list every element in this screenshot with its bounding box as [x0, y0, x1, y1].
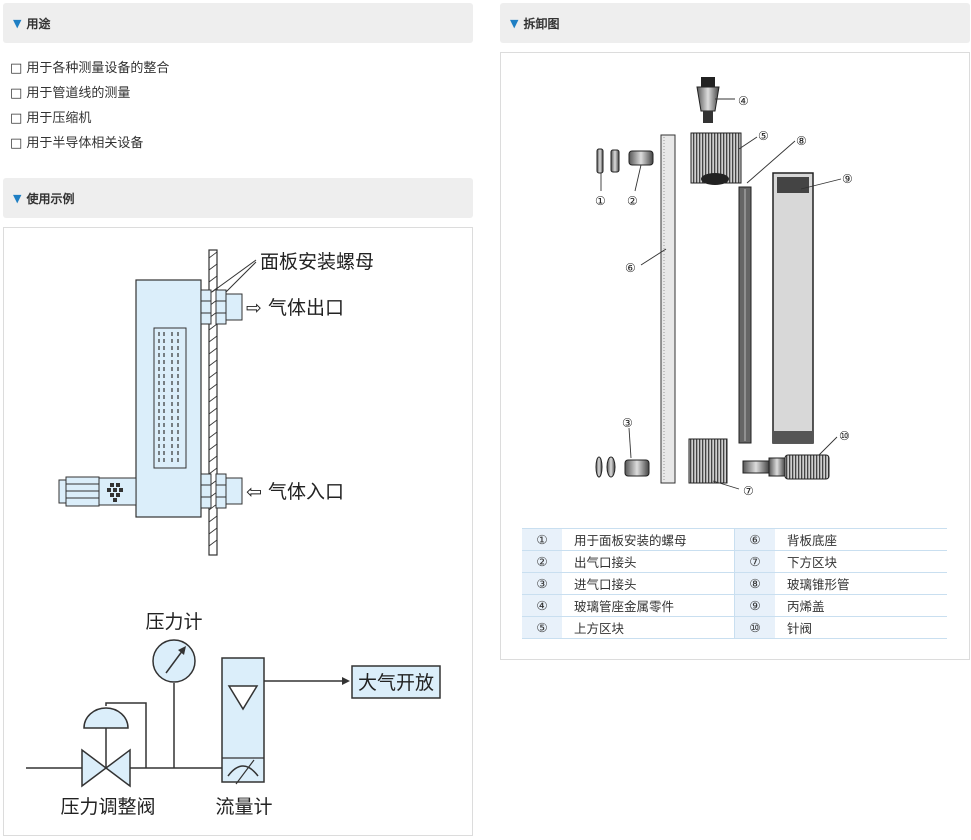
triangle-down-icon: ▼ [13, 16, 22, 30]
table-row: ① 用于面板安装的螺母 ⑥ 背板底座 [522, 528, 947, 551]
table-row: ⑤ 上方区块 ⑩ 针阀 [522, 616, 947, 639]
atmosphere-label: 大气开放 [358, 672, 434, 694]
exploded-diagram: ① ② ③ ④ ⑤ ⑧ ⑨ ⑥ ⑦ ⑩ [595, 77, 853, 498]
section-header-uses: ▼ 用途 [3, 3, 473, 43]
part-name: 丙烯盖 [775, 594, 947, 617]
table-row: ④ 玻璃管座金属零件 ⑨ 丙烯盖 [522, 594, 947, 617]
part-number: ⑦ [734, 550, 775, 573]
callout-9: ⑨ [842, 172, 853, 186]
part-number: ⑥ [734, 528, 775, 551]
part-4-tube-holder [696, 77, 720, 123]
part-number: ④ [522, 594, 562, 617]
part-name: 玻璃管座金属零件 [562, 594, 735, 617]
part-name: 针阀 [775, 616, 947, 639]
triangle-down-icon: ▼ [13, 191, 22, 205]
list-item: □ 用于压缩机 [10, 111, 92, 126]
flowmeter-label: 流量计 [215, 796, 272, 818]
section-title: 使用示例 [26, 191, 75, 206]
part-number: ⑩ [734, 616, 775, 639]
section-header-exploded: ▼ 拆卸图 [500, 3, 970, 43]
parts-table: ① 用于面板安装的螺母 ⑥ 背板底座 ② 出气口接头 ⑦ 下方区块 ③ 进气口接… [522, 528, 947, 639]
part-name: 进气口接头 [562, 572, 735, 595]
part-10-needle-valve [742, 454, 830, 480]
callout-6: ⑧ [796, 134, 807, 148]
list-item: □ 用于各种测量设备的整合 [10, 61, 170, 76]
part-number: ① [522, 528, 562, 551]
callout-10: ⑩ [839, 429, 850, 443]
section-header-example: ▼ 使用示例 [3, 178, 473, 218]
callout-6: ⑥ [625, 261, 636, 275]
part-number: ② [522, 550, 562, 573]
part-2-outlet-fitting [628, 150, 654, 166]
part-number: ③ [522, 572, 562, 595]
uses-list: □ 用于各种测量设备的整合 □ 用于管道线的测量 □ 用于压缩机 □ 用于半导体… [10, 56, 169, 156]
section-title: 拆卸图 [523, 16, 560, 31]
regulator-label: 压力调整阀 [60, 796, 155, 818]
section-title: 用途 [26, 16, 51, 31]
part-name: 玻璃锥形管 [775, 572, 947, 595]
part-7-lower-block [688, 438, 728, 484]
pressure-gauge-label: 压力计 [145, 611, 202, 633]
panel-mount-diagram: 面板安装螺母 ⇨ 气体出口 ⇦ 气体入口 [58, 249, 374, 556]
part-number: ⑤ [522, 616, 562, 639]
usage-example-panel: 面板安装螺母 ⇨ 气体出口 ⇦ 气体入口 [3, 227, 473, 836]
triangle-down-icon: ▼ [510, 16, 519, 30]
part-name: 背板底座 [775, 528, 947, 551]
part-number: ⑨ [734, 594, 775, 617]
callout-3: ③ [622, 416, 633, 430]
part-6-back-base [660, 134, 676, 484]
table-row: ③ 进气口接头 ⑧ 玻璃锥形管 [522, 572, 947, 595]
callout-1: ① [595, 194, 606, 208]
list-item: □ 用于半导体相关设备 [10, 136, 144, 151]
process-schematic: 大气开放 压力计 压力调整阀 流量计 [26, 611, 441, 818]
callout-5: ⑤ [758, 129, 769, 143]
part-name: 上方区块 [562, 616, 735, 639]
gas-outlet-label: ⇨ 气体出口 [246, 297, 344, 319]
part-name: 下方区块 [775, 550, 947, 573]
gas-inlet-label: ⇦ 气体入口 [246, 481, 344, 503]
part-number: ⑧ [734, 572, 775, 595]
part-name: 用于面板安装的螺母 [562, 528, 735, 551]
callout-2: ② [627, 194, 638, 208]
callout-4: ④ [738, 94, 749, 108]
part-name: 出气口接头 [562, 550, 735, 573]
part-1-nuts [596, 148, 620, 174]
list-item: □ 用于管道线的测量 [10, 86, 131, 101]
part-9-acrylic-cover [772, 172, 814, 444]
callout-7: ⑦ [743, 484, 754, 498]
usage-diagram: 面板安装螺母 ⇨ 气体出口 ⇦ 气体入口 [26, 249, 441, 818]
part-3-inlet-fitting [595, 456, 650, 478]
table-row: ② 出气口接头 ⑦ 下方区块 [522, 550, 947, 573]
part-5-upper-block [690, 132, 742, 185]
nut-label: 面板安装螺母 [260, 251, 374, 273]
